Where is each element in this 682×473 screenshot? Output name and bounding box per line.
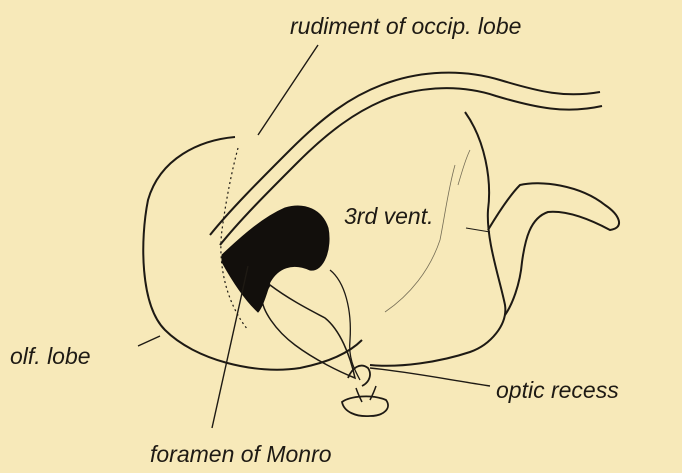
ventricle-floor-outline — [370, 112, 505, 366]
label-olfactory-lobe: olf. lobe — [10, 343, 91, 369]
leader-occip-lobe — [258, 45, 318, 135]
thalamus-inner — [330, 270, 360, 380]
foramen-of-monro-region — [222, 206, 329, 312]
leader-3rd-vent — [466, 228, 490, 232]
leader-foramen — [212, 266, 248, 428]
right-hook-wall — [488, 183, 619, 315]
thalamus-outline — [262, 285, 355, 378]
label-foramen-of-monro: foramen of Monro — [150, 441, 332, 467]
label-optic-recess: optic recess — [496, 377, 619, 403]
label-third-ventricle: 3rd vent. — [344, 203, 434, 229]
ventricle-fiber-1 — [385, 165, 455, 312]
optic-chiasm-blob — [342, 396, 388, 416]
leader-olf-lobe — [138, 336, 160, 346]
label-occipital-lobe: rudiment of occip. lobe — [290, 13, 521, 39]
ventricle-fiber-2 — [458, 150, 470, 185]
leader-optic-recess — [370, 368, 490, 386]
